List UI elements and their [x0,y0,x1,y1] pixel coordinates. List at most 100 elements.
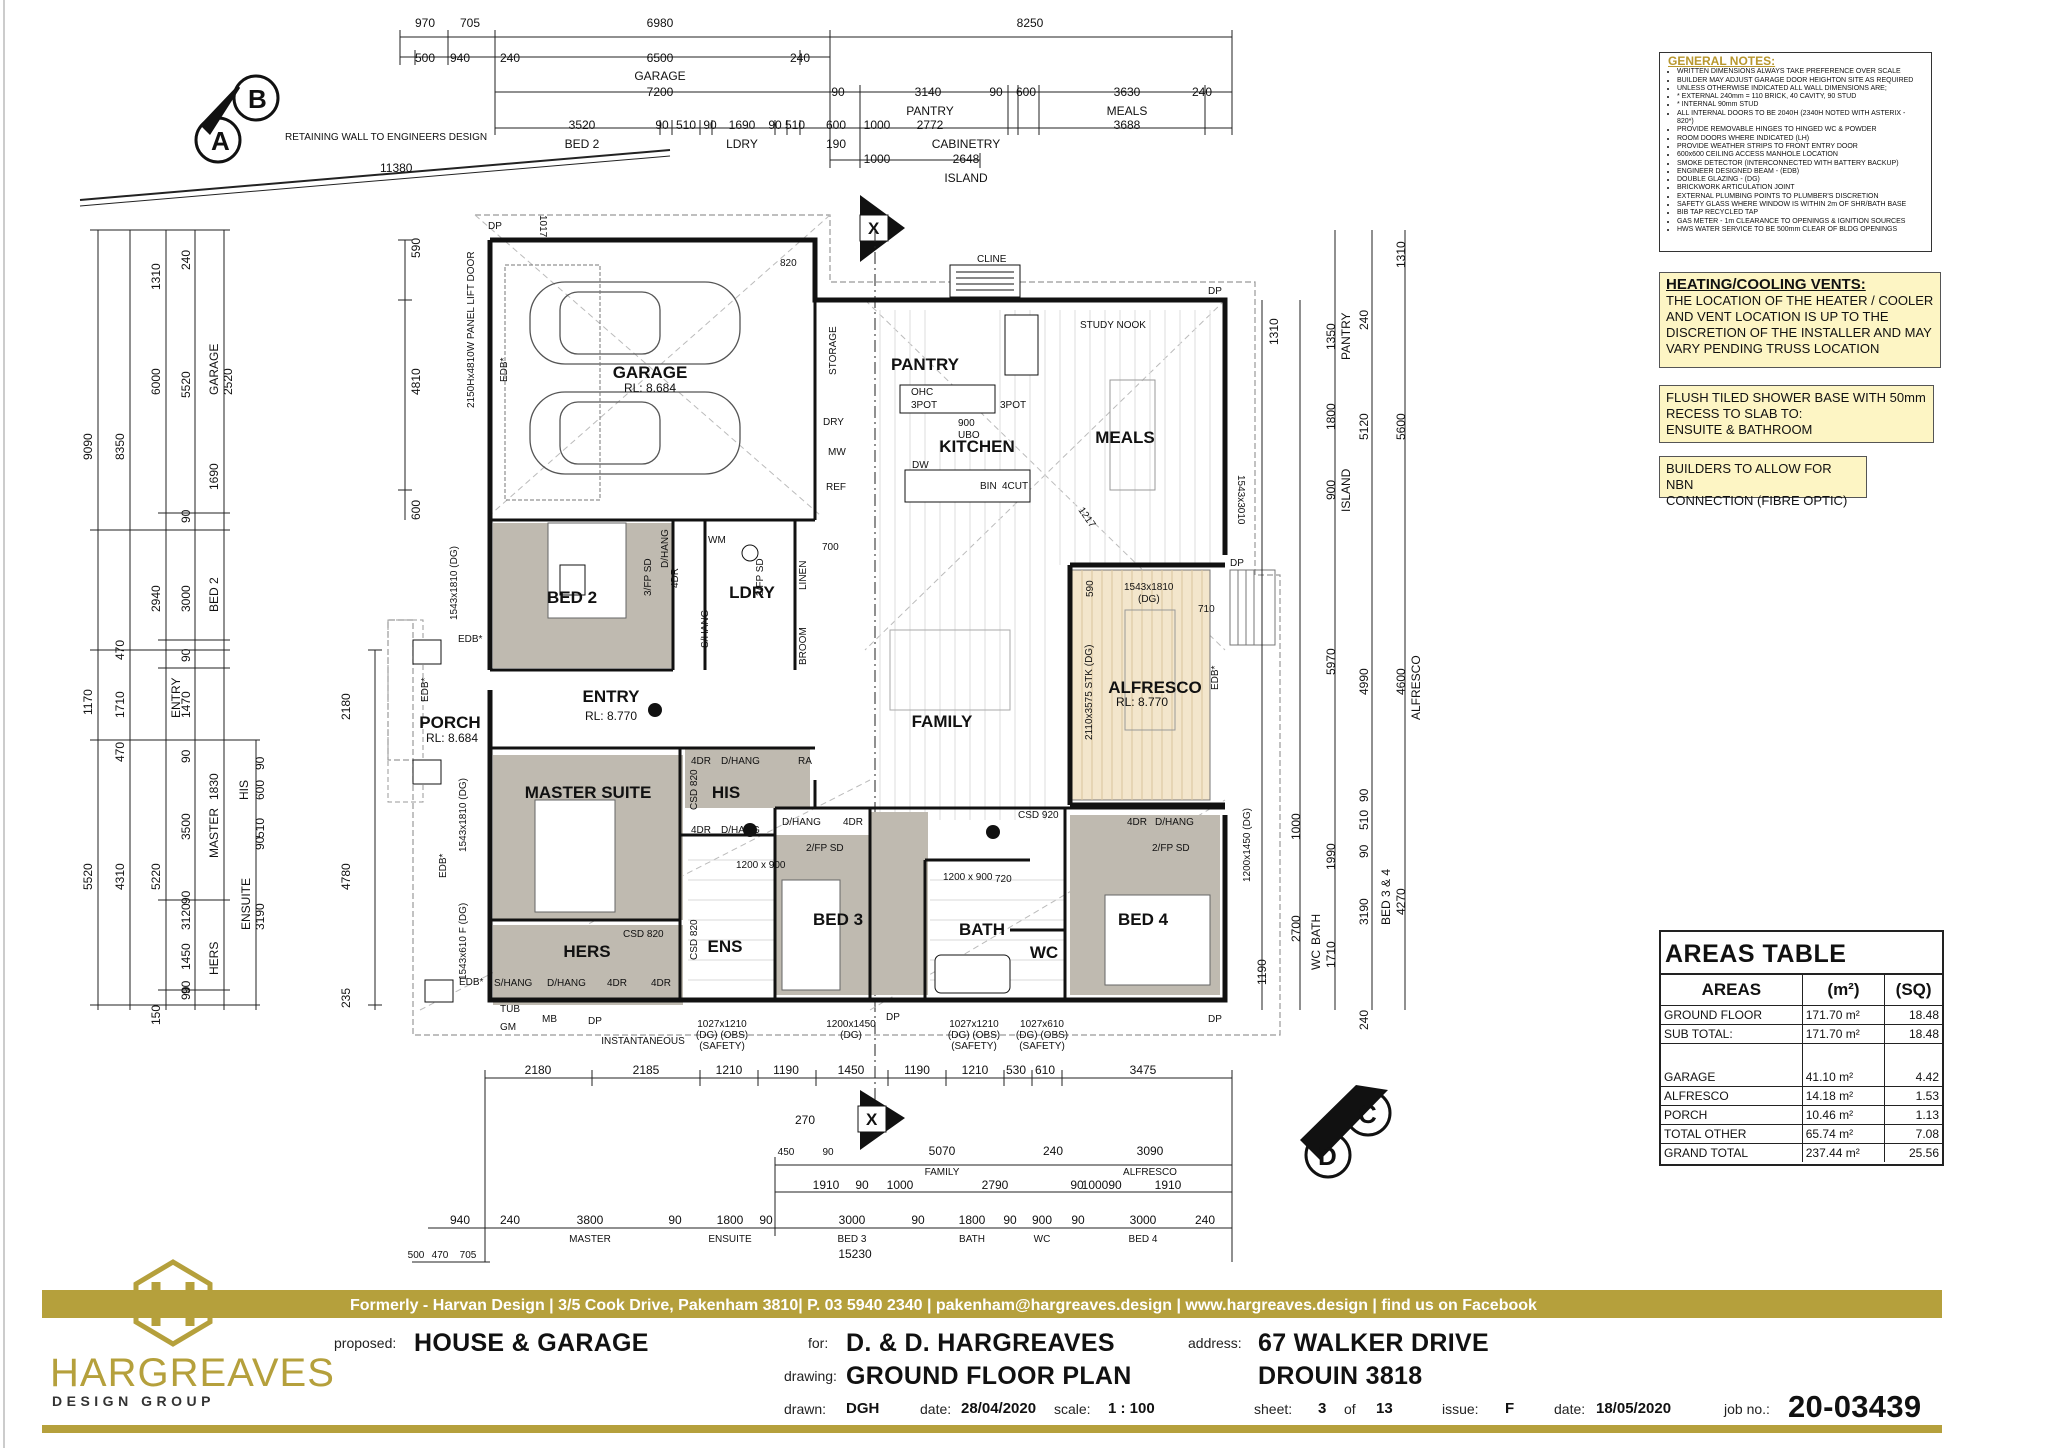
dim-text: 90 [1071,1213,1085,1227]
area-sq: 18.48 [1884,1024,1942,1044]
dim-text: 90 [1003,1213,1017,1227]
room-alfresco: ALFRESCO [1108,678,1202,697]
areas-header: (m²) [1801,975,1885,1006]
note-item: GAS METER - 1m CLEARANCE TO OPENINGS & I… [1677,218,1923,226]
dim-text: 3120 [179,903,193,930]
note-item: BUILDER MAY ADJUST GARAGE DOOR HEIGHTON … [1677,77,1923,85]
title-band-bottom [42,1425,1942,1433]
dim-text: 8250 [1017,16,1044,30]
drawing-value: GROUND FLOOR PLAN [846,1362,1132,1390]
shower-note-line: ENSUITE & BATHROOM [1666,422,1813,437]
dim-text: 1800 [959,1213,986,1227]
dim-text: 90 [179,890,193,904]
csd-label: CSD 820 [689,769,700,810]
job-number: 20-03439 [1788,1389,1922,1424]
dim-text: 1910 [1155,1178,1182,1192]
table-row [1661,1043,1942,1068]
sheet-label: sheet: [1254,1401,1293,1417]
window-size: 1027x1210 [697,1019,747,1030]
bin-tub-label: TUB [500,1004,520,1015]
drawer-label: 4DR [691,756,711,767]
dim-text: 7200 [647,85,674,99]
heating-note-title: HEATING/COOLING VENTS: [1666,276,1866,293]
dim-text: 1690 [207,463,221,490]
dim-text: 90 [1357,788,1371,802]
room-wc: WC [1030,943,1058,962]
dim-label: ENSUITE [239,878,253,930]
drawer-label: 4DR [670,568,681,588]
dim-text: 1190 [1255,959,1269,985]
dim-720: 720 [995,874,1012,885]
edb-label: EDB* [420,677,431,702]
stacker-window: 2110x3575 STK (DG) [1084,645,1095,740]
date-label: date: [920,1401,952,1417]
dim-text: 90 [253,836,267,850]
dim-text: 900 [1324,480,1338,500]
edb-label: EDB* [1210,665,1221,690]
dim-text: 6980 [647,16,674,30]
dim-text: 530 [1006,1063,1026,1077]
garage-door-label: 2150Hx4810W PANEL LIFT DOOR [466,251,477,408]
room-ens: ENS [708,937,743,956]
kitchen-window: 1543x3010 [1235,475,1246,525]
area-m2: 171.70 m² [1801,1024,1885,1044]
dim-text: 90 [179,749,193,763]
dim-text: 3000 [839,1213,866,1227]
dim-text: 5970 [1324,648,1338,675]
top-dim-text: 970 705 6980 8250 500 940 240 6500 240 G… [415,16,1212,185]
dim-text: 2700 [1289,915,1303,942]
job-label: job no.: [1724,1401,1770,1417]
general-notes: GENERAL NOTES: WRITTEN DIMENSIONS ALWAYS… [1659,52,1932,252]
company-name: HARGREAVES [50,1351,335,1395]
section-marker-x-top: X [859,195,905,262]
general-notes-title: GENERAL NOTES: [1668,54,1776,68]
dim-text: 1830 [207,773,221,800]
dim-text: 90 [1357,844,1371,858]
drawer-label: 4DR [843,817,863,828]
dhang-label: D/HANG [547,978,586,989]
dim-label: ALFRESCO [1409,655,1423,720]
area-name: SUB TOTAL: [1661,1024,1803,1044]
of-value: 13 [1376,1400,1393,1417]
dim-text: 240 [1043,1144,1063,1158]
date2-value: 18/05/2020 [1596,1400,1672,1417]
dim-text: 5520 [179,371,193,398]
scale-label: scale: [1054,1401,1091,1417]
note-item: BIB TAP RECYCLED TAP [1677,209,1923,217]
dim-text: 2940 [149,585,163,612]
section-label-d: D [1318,1141,1337,1171]
bed2-window: 1543x1810 (DG) [449,546,460,620]
dim-text: ISLAND [944,171,988,185]
dim-text: 510 [676,118,696,132]
downpipe-label: DP [886,1012,900,1023]
dim-label: BATH [959,1234,985,1245]
note-item: ALL INTERNAL DOORS TO BE 2040H (2340H NO… [1677,110,1923,127]
left-dim-text: 9090 1170 5520 8350 1710 4310 6000 2940 … [81,238,423,1025]
dim-text: LDRY [726,137,758,151]
downpipe-label: DP [1230,558,1244,569]
room-his: HIS [712,783,740,802]
for-value: D. & D. HARGREAVES [846,1329,1115,1357]
dim-text: 590 [409,238,423,258]
dim-text: 705 [460,1250,477,1261]
issue-value: F [1505,1400,1515,1417]
shang-label: S/HANG [494,978,533,989]
dim-text: 705 [460,16,480,30]
downpipe-label: DP [588,1016,602,1027]
drawing-label: drawing: [784,1368,837,1384]
room-bed3: BED 3 [813,910,863,929]
dim-text: 240 [1192,85,1212,99]
area-sq: 1.13 [1884,1105,1942,1125]
window-note: (DG) (OBS) [696,1030,748,1041]
section-label-a: A [211,126,230,156]
note-item: ROOM DOORS WHERE INDICATED (LH) [1677,135,1923,143]
dim-label: BED 3 [838,1234,867,1245]
dim-700: 700 [822,542,839,553]
dim-label: PANTRY [1339,312,1353,360]
table-row: TOTAL OTHER 65.74 m² 7.08 [1661,1124,1942,1144]
bottom-dim-text: 2180 2185 1210 1190 1450 1190 1210 530 6… [408,1014,1216,1261]
dim-text: 90 [179,648,193,662]
dim-text: 4310 [113,863,127,890]
scale-value: 1 : 100 [1108,1400,1155,1417]
